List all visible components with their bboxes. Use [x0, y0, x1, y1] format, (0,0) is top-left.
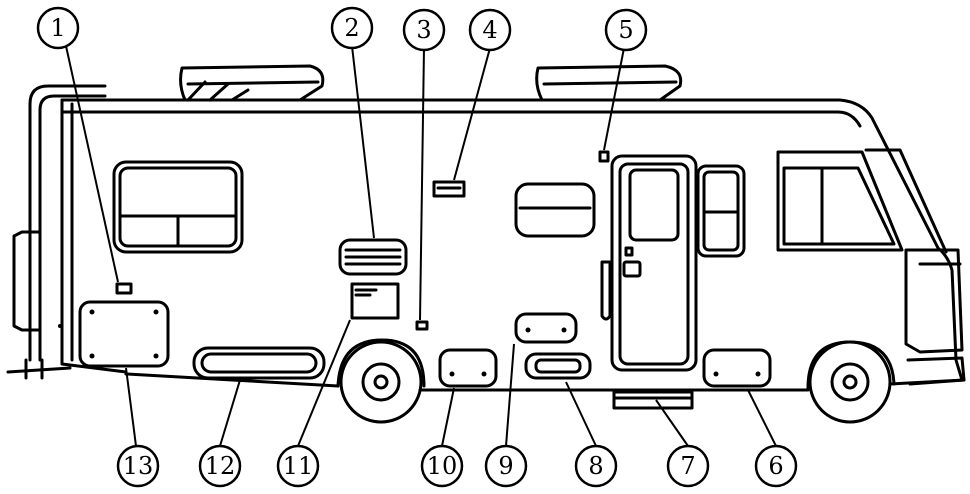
callout-circle: [484, 444, 528, 488]
item-3-vent: [415, 320, 429, 331]
callout-3: 3: [402, 8, 446, 52]
rear-ladder: [6, 84, 107, 380]
callout-number: 6: [768, 452, 783, 480]
callout-number: 1: [50, 14, 65, 42]
leader-lines: [65, 45, 777, 447]
callout-8: 8: [574, 444, 618, 488]
callout-circle: [402, 8, 446, 52]
callout-11: 11: [276, 444, 320, 488]
roof-ac-unit-front: [535, 64, 683, 102]
callout-6: 6: [754, 444, 798, 488]
callout-number: 13: [123, 452, 154, 480]
callout-number: 12: [205, 452, 236, 480]
callout-1: 1: [36, 6, 80, 50]
item-8-compartment: [524, 352, 592, 380]
mid-side-window: [514, 182, 596, 238]
callout-number: 10: [427, 452, 458, 480]
callout-circle: [754, 444, 798, 488]
cab-windows: [776, 148, 948, 254]
callout-number: 11: [283, 452, 314, 480]
callout-4: 4: [468, 8, 512, 52]
item-5-light: [598, 150, 610, 163]
fastener-dots: [58, 309, 761, 377]
callout-circle: [468, 8, 512, 52]
callout-7: 7: [666, 444, 710, 488]
callout-circle: [198, 444, 242, 488]
rear-side-window: [112, 160, 244, 254]
callout-2: 2: [330, 6, 374, 50]
callout-5: 5: [604, 8, 648, 52]
item-6-compartment: [702, 348, 772, 388]
callout-circle: [604, 8, 648, 52]
item-10-compartment: [438, 348, 498, 388]
callout-number: 9: [498, 452, 513, 480]
item-12-compartment: [192, 346, 326, 380]
callout-number: 3: [416, 16, 431, 44]
callout-number: 5: [618, 16, 633, 44]
callout-circle: [420, 444, 464, 488]
callout-circle: [276, 444, 320, 488]
item-11-panel: [350, 282, 400, 320]
callout-number: 7: [680, 452, 695, 480]
item-1-vent: [115, 282, 133, 295]
callout-12: 12: [198, 444, 242, 488]
callout-number: 4: [482, 16, 497, 44]
door-side-window: [696, 164, 746, 258]
item-4-vent: [432, 180, 466, 198]
entry-door: [600, 154, 698, 372]
callout-number: 8: [588, 452, 603, 480]
callout-9: 9: [484, 444, 528, 488]
callout-circle: [666, 444, 710, 488]
callout-circle: [116, 444, 160, 488]
rear-wheel: [336, 338, 426, 424]
item-9-compartment: [514, 312, 578, 344]
callout-10: 10: [420, 444, 464, 488]
callout-circle: [330, 6, 374, 50]
callout-13: 13: [116, 444, 160, 488]
item-13-compartment: [78, 300, 170, 368]
rv-body: [60, 98, 966, 392]
callout-circle: [36, 6, 80, 50]
item-7-step: [612, 390, 694, 410]
callout-circle: [574, 444, 618, 488]
roof-ac-unit-rear: [179, 64, 325, 102]
callout-number: 2: [344, 14, 359, 42]
item-2-vent: [338, 238, 408, 276]
front-wheel: [806, 340, 896, 424]
